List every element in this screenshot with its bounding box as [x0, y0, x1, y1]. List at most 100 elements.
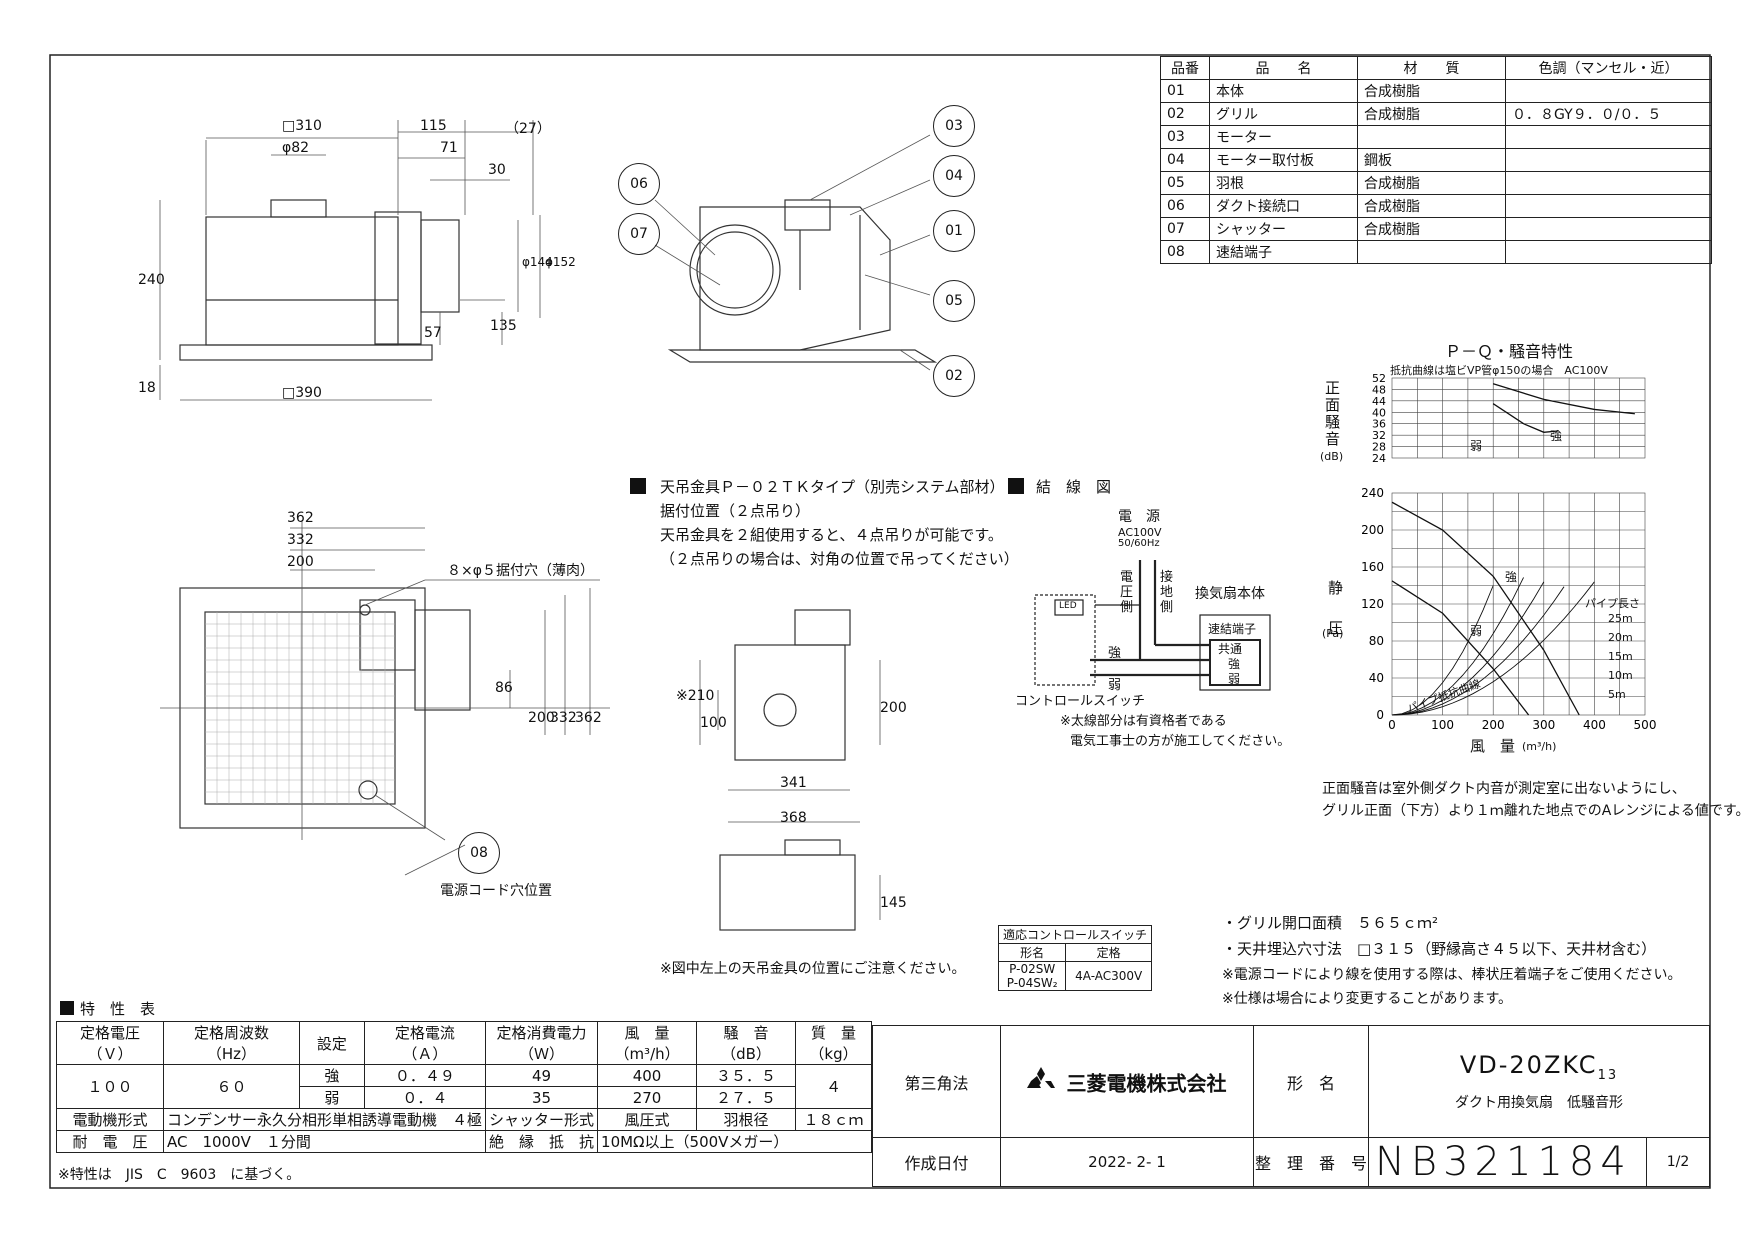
pq-weak-label: 弱 — [1470, 624, 1483, 638]
spec-u-noise: （dB） — [721, 1045, 771, 1063]
pq-chart-grid — [1391, 377, 1646, 716]
spec-noise-weak: ２７．５ — [696, 1086, 797, 1109]
parts-cell-color — [1505, 125, 1712, 149]
spec-freq: ６０ — [163, 1064, 300, 1109]
spec-withstand: AC 1000V １分間 — [162, 1130, 487, 1153]
dim-phi152: φ152 — [545, 255, 576, 269]
pipe-20m: 20m — [1608, 631, 1633, 644]
spec-h-noise: 騒 音 — [723, 1024, 769, 1042]
dim-mount-210: ※210 — [676, 688, 715, 704]
wiring-ac: AC100V — [1118, 526, 1162, 539]
spec-blade: １８ｃｍ — [795, 1108, 872, 1131]
tb-date: 2022- 2- 1 — [999, 1137, 1254, 1187]
wiring-power: 電 源 — [1118, 509, 1160, 525]
noise-y-tick: 28 — [1372, 441, 1386, 454]
spec-shutter: 風圧式 — [597, 1108, 698, 1131]
callout-01: 01 — [933, 210, 975, 252]
pq-chart-curves — [1391, 383, 1635, 716]
wiring-note-1: ※太線部分は有資格者である — [1060, 714, 1227, 729]
spec-air-weak: 270 — [597, 1086, 698, 1109]
parts-cell-no: 01 — [1160, 79, 1210, 103]
pq-x-tick: 500 — [1634, 718, 1657, 732]
tb-model-sub: 13 — [1597, 1067, 1619, 1083]
callout-02: 02 — [933, 355, 975, 397]
pq-y-tick: 200 — [1361, 523, 1384, 537]
chart-subtitle: 抵抗曲線は塩ビVP管φ150の場合 AC100V — [1390, 364, 1608, 377]
pressure-unit: (Pa) — [1322, 627, 1344, 640]
dim-mount-145: 145 — [880, 895, 907, 911]
chart-xlabel: 風 量 — [1470, 737, 1516, 755]
note-2: ・天井埋込穴寸法 □３１５（野縁高さ４５以下、天井材含む） — [1222, 940, 1657, 958]
wiring-led: LED — [1059, 601, 1077, 611]
wiring-heading: 結 線 図 — [1036, 478, 1112, 496]
wiring-fan-body: 換気扇本体 — [1195, 586, 1265, 602]
spec-voltage: １００ — [56, 1064, 164, 1109]
bullet-square — [60, 1001, 74, 1015]
pq-x-tick: 400 — [1583, 718, 1606, 732]
parts-cell-name: ダクト接続口 — [1209, 194, 1358, 218]
parts-cell-material: 合成樹脂 — [1357, 217, 1506, 241]
note-3: ※電源コードにより線を使用する際は、棒状圧着端子をご使用ください。 — [1222, 967, 1682, 983]
switch-model-1: P-02SW — [1009, 962, 1056, 976]
pipe-10m: 10m — [1608, 669, 1633, 682]
dim-v362: 362 — [575, 710, 602, 726]
pipe-length-label: パイプ長さ — [1585, 597, 1640, 610]
parts-header-name: 品 名 — [1209, 56, 1358, 80]
pipe-resist-curve — [1391, 585, 1494, 716]
noise-y-tick: 24 — [1372, 452, 1386, 465]
spec-weak: 弱 — [298, 1086, 365, 1109]
callout-06: 06 — [618, 163, 660, 205]
noise-y-tick: 32 — [1372, 429, 1386, 442]
parts-cell-no: 08 — [1160, 240, 1210, 264]
parts-cell-no: 02 — [1160, 102, 1210, 126]
tb-number: NB321184 — [1367, 1137, 1647, 1187]
pq-y-tick: 120 — [1361, 597, 1384, 611]
pq-x-tick: 100 — [1431, 718, 1454, 732]
parts-cell-name: モーター取付板 — [1209, 148, 1358, 172]
parts-header-no: 品番 — [1160, 56, 1210, 80]
spec-h-air: 風 量 — [624, 1024, 670, 1042]
spec-h-setting: 設定 — [298, 1021, 365, 1065]
spec-current-strong: ０．４９ — [363, 1064, 487, 1087]
pq-y-tick: 80 — [1369, 634, 1384, 648]
parts-cell-name: 本体 — [1209, 79, 1358, 103]
wiring-strong-line: 強 — [1108, 646, 1122, 661]
pq-y-tick: 160 — [1361, 560, 1384, 574]
side-view — [159, 120, 541, 401]
parts-cell-name: グリル — [1209, 102, 1358, 126]
parts-cell-color — [1505, 217, 1712, 241]
pq-series-strong — [1391, 501, 1580, 716]
dim-27: （27） — [505, 121, 551, 137]
spec-insul-label: 絶 縁 抵 抗 — [485, 1130, 599, 1153]
parts-cell-name: モーター — [1209, 125, 1358, 149]
tb-page: 1/2 — [1645, 1137, 1711, 1187]
wiring-ground-side: 接地側 — [1160, 570, 1174, 615]
noise-unit: (dB) — [1320, 450, 1344, 463]
dim-mount-200: 200 — [880, 700, 907, 716]
pipe-resist-curve — [1391, 581, 1545, 716]
wiring-hz: 50/60Hz — [1118, 538, 1160, 549]
dim-240: 240 — [138, 272, 165, 288]
parts-header-material: 材 質 — [1357, 56, 1506, 80]
spec-motor-label: 電動機形式 — [56, 1108, 164, 1131]
noise-y-tick: 44 — [1372, 395, 1386, 408]
mount-heading: 天吊金具Ｐ－０２ＴＫタイプ（別売システム部材） — [660, 478, 1005, 496]
switch-h-rating: 定格 — [1065, 943, 1153, 962]
note-4: ※仕様は場合により変更することがあります。 — [1222, 991, 1513, 1007]
tb-desc: ダクト用換気扇 低騒音形 — [1454, 1095, 1623, 1112]
wiring-diagram — [1034, 560, 1271, 691]
pipe-resist-curve — [1391, 577, 1524, 716]
bullet-square — [1008, 478, 1024, 494]
parts-cell-color: ０．８GY９．０/０．５ — [1505, 102, 1712, 126]
switch-title: 適応コントロールスイッチ — [997, 925, 1153, 944]
callout-03: 03 — [933, 105, 975, 147]
tb-model-label: 形 名 — [1252, 1025, 1369, 1138]
spec-current-weak: ０．４ — [363, 1086, 487, 1109]
parts-cell-material: 合成樹脂 — [1357, 79, 1506, 103]
wiring-note-2: 電気工事士の方が施工してください。 — [1070, 734, 1291, 749]
